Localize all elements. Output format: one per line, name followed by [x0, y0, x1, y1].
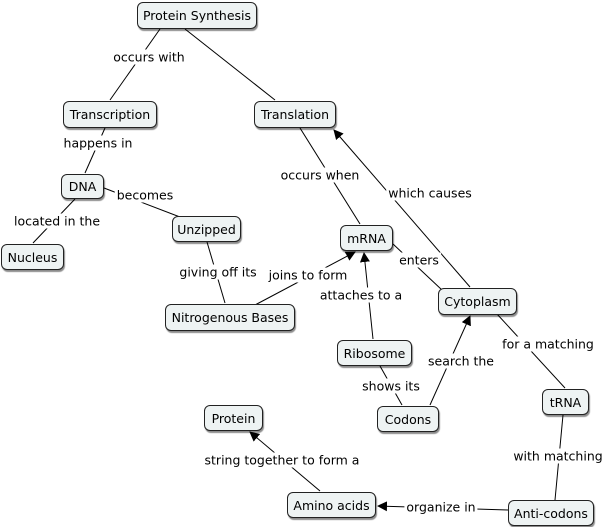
link-organize-in: organize in: [404, 499, 478, 515]
link-occurs-with: occurs with: [111, 49, 187, 65]
node-nucleus[interactable]: Nucleus: [1, 244, 64, 270]
link-shows-its: shows its: [360, 378, 422, 394]
link-attaches-to-a: attaches to a: [317, 287, 405, 303]
node-protein-synthesis[interactable]: Protein Synthesis: [137, 2, 257, 29]
node-anti-codons[interactable]: Anti-codons: [508, 500, 594, 526]
node-nitrogenous-bases[interactable]: Nitrogenous Bases: [165, 304, 295, 331]
node-ribosome[interactable]: Ribosome: [337, 340, 412, 366]
node-translation[interactable]: Translation: [254, 101, 336, 128]
node-unzipped[interactable]: Unzipped: [172, 216, 241, 242]
link-for-a-matching: for a matching: [500, 336, 596, 352]
node-mrna[interactable]: mRNA: [340, 225, 393, 251]
link-with-matching: with matching: [511, 448, 604, 464]
node-protein[interactable]: Protein: [204, 405, 263, 431]
node-amino-acids[interactable]: Amino acids: [287, 492, 376, 518]
link-giving-off-its: giving off its: [177, 264, 259, 280]
connector-synthesis-to-transcription: [109, 28, 161, 101]
connector-cytoplasm-to-translation: [333, 129, 471, 288]
link-enters: enters: [397, 252, 441, 268]
node-trna[interactable]: tRNA: [542, 389, 589, 415]
link-happens-in: happens in: [61, 135, 135, 151]
node-transcription[interactable]: Transcription: [63, 101, 157, 128]
link-joins-to-form: joins to form: [266, 267, 350, 283]
link-which-causes: which causes: [386, 185, 474, 201]
link-string-together-to-form-a: string together to form a: [202, 452, 362, 468]
link-located-in-the: located in the: [11, 213, 103, 229]
link-occurs-when: occurs when: [278, 167, 362, 183]
node-codons[interactable]: Codons: [377, 406, 439, 432]
node-dna[interactable]: DNA: [61, 174, 104, 199]
connector-synthesis-to-translation: [184, 28, 276, 101]
link-search-the: search the: [425, 353, 497, 369]
node-cytoplasm[interactable]: Cytoplasm: [438, 288, 517, 315]
link-becomes: becomes: [114, 187, 176, 203]
